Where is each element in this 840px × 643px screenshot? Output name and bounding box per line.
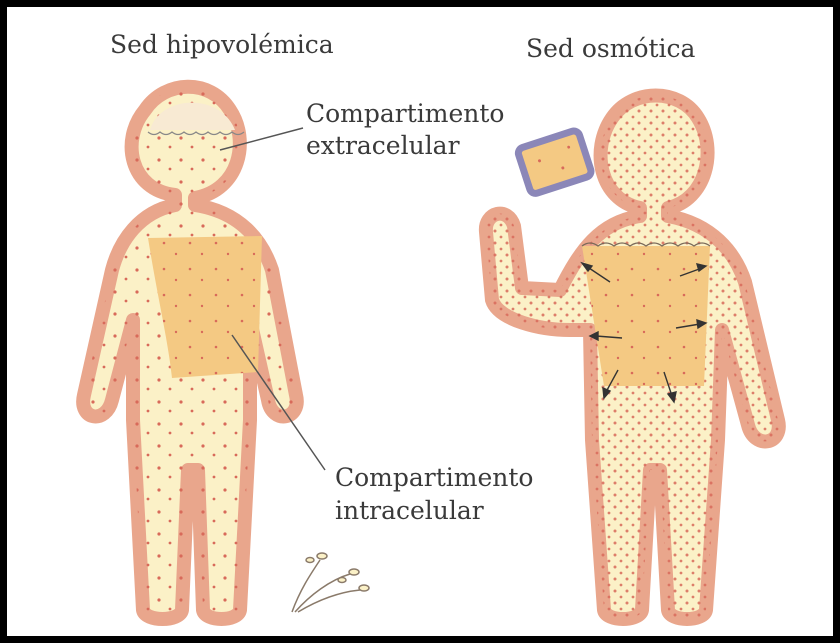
extracellular-label-line1: Compartimento <box>306 99 505 129</box>
right-figure <box>486 96 779 620</box>
water-glass-icon <box>517 129 593 194</box>
extracellular-label-line2: extracelular <box>306 131 460 161</box>
intracellular-label-line1: Compartimento <box>335 463 534 493</box>
title-osmotic-thirst: Sed osmótica <box>526 34 695 64</box>
left-figure <box>83 87 369 619</box>
title-hypovolemic-thirst: Sed hipovolémica <box>110 30 334 60</box>
water-leak-icon <box>292 553 369 612</box>
intracellular-label-line2: intracelular <box>335 496 484 526</box>
